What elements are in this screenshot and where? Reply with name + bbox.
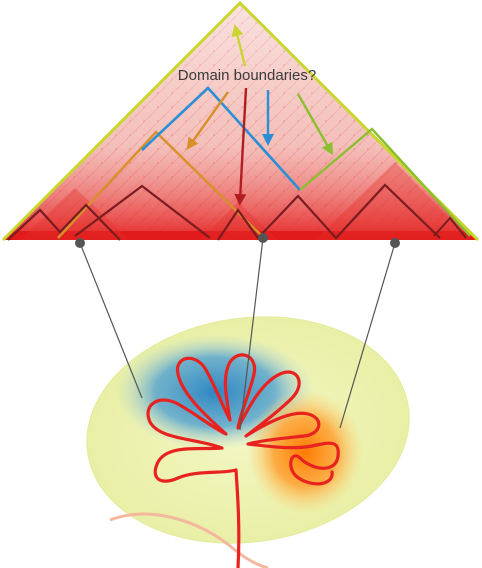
- dark-domain-outline-3: [217, 183, 441, 241]
- orange-domain-outline: [57, 130, 265, 239]
- dark-domain-outline-4: [433, 216, 467, 239]
- green-domain-outline: [299, 127, 471, 237]
- boundary-arrows: [186, 24, 333, 206]
- arrow-red: [234, 87, 248, 206]
- blue-domain-outline: [141, 86, 301, 191]
- outer-domain-outline: [1, 0, 480, 242]
- contact-map-local-block-3: [200, 202, 278, 240]
- dark-domain-outline-1: [7, 203, 121, 241]
- connector-dot-middle: [258, 233, 268, 243]
- contact-map: [3, 3, 478, 240]
- connector-dot-left: [75, 238, 85, 248]
- chromatin-tail: [109, 512, 269, 568]
- connector-left: [79, 242, 143, 399]
- question-label: Domain boundaries?: [178, 67, 316, 84]
- dark-domain-outline-2: [74, 184, 211, 239]
- connector-right: [339, 242, 396, 429]
- contact-map-local-block-2: [315, 162, 470, 240]
- domain-outlines: [1, 0, 480, 242]
- arrow-orange: [186, 91, 229, 150]
- arrow-green: [296, 93, 333, 156]
- contact-map-diagonal: [3, 231, 478, 240]
- arrow-yellow: [231, 24, 247, 67]
- contact-map-intensity: [3, 3, 478, 240]
- connectors: [75, 233, 400, 431]
- contact-map-local-block-1: [20, 188, 130, 240]
- chromatin-fiber: [146, 353, 340, 568]
- connector-middle: [239, 237, 264, 431]
- connector-dot-right: [390, 238, 400, 248]
- nucleus-illustration: [86, 316, 410, 568]
